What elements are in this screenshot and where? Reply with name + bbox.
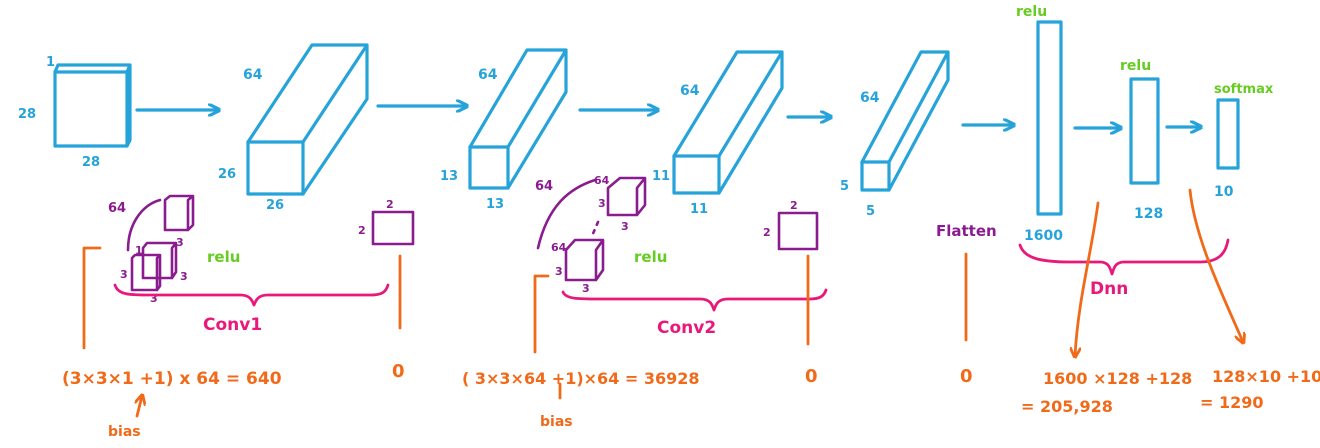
conv1-param-connector (82, 246, 102, 350)
conv2-output-volume (672, 50, 784, 195)
conv2-param-count: ( 3×3×64 +1)×64 = 36928 (462, 369, 700, 388)
pool1-window (371, 210, 415, 246)
conv1-brace (113, 283, 390, 307)
dense3-param-total: = 1290 (1200, 393, 1264, 412)
conv1-bias-pointer (137, 396, 142, 418)
pool1-height-label: 13 (440, 169, 458, 184)
flatten-label: Flatten (936, 222, 997, 240)
conv2-kernel-sketch (536, 176, 647, 282)
conv1-kernel-depth: 1 (135, 244, 143, 257)
pool2-param-count: 0 (805, 366, 818, 387)
dense2-param-total: = 205,928 (1021, 397, 1113, 416)
conv2-brace (561, 288, 828, 312)
conv2-kernel-label-c: 3 (555, 265, 563, 278)
input-height-label: 28 (18, 107, 36, 122)
conv2-activation: relu (634, 248, 667, 266)
pool2-window (777, 211, 819, 251)
conv1-depth-label: 64 (243, 67, 263, 83)
conv2-kernel-label-a: 3 (598, 197, 606, 210)
dense2-activation-label: relu (1120, 58, 1151, 74)
conv2-filter-count-a: 64 (535, 179, 553, 194)
dense1-units-label: 1600 (1024, 228, 1063, 244)
dense3-param-formula: 128×10 +10 (1212, 367, 1320, 386)
conv1-kernel-sketch (126, 194, 195, 292)
conv2-filter-count-b: 64 (594, 174, 610, 187)
dense1-activation-label: relu (1016, 4, 1047, 20)
dense2-units-label: 128 (1134, 206, 1163, 222)
pool2-output-volume (860, 50, 950, 192)
dense2-column (1129, 77, 1160, 185)
input-width-label: 28 (82, 155, 100, 170)
pool2-size-top: 2 (790, 199, 798, 212)
conv2-label: Conv2 (657, 318, 716, 338)
conv1-label: Conv1 (203, 315, 262, 335)
conv1-filter-count: 64 (108, 201, 126, 216)
dense1-column (1036, 20, 1063, 216)
input-depth-label: 1 (46, 55, 55, 70)
conv2-height-label: 11 (652, 169, 670, 184)
conv2-width-label: 11 (690, 202, 708, 217)
conv1-kernel-label-a: 3 (176, 236, 184, 249)
pool1-output-volume (468, 48, 568, 190)
pool2-width-label: 5 (866, 204, 875, 219)
pool1-width-label: 13 (486, 197, 504, 212)
conv1-kernel-label-d: 3 (180, 270, 188, 283)
conv1-kernel-label-b: 3 (120, 268, 128, 281)
conv2-param-connector (533, 274, 550, 354)
dense3-activation-label: softmax (1214, 82, 1274, 97)
pool1-depth-label: 64 (478, 67, 498, 83)
conv1-bias-label: bias (108, 424, 141, 440)
dense2-param-arrow (1075, 201, 1100, 356)
pool2-depth-label: 64 (860, 90, 880, 106)
conv1-activation: relu (207, 248, 240, 266)
conv1-height-label: 26 (218, 167, 236, 182)
pool1-param-count: 0 (392, 361, 405, 382)
dense3-param-arrow (1188, 188, 1243, 342)
dense2-param-formula: 1600 ×128 +128 (1043, 369, 1192, 388)
dense3-column (1216, 98, 1240, 170)
pool1-size-top: 2 (386, 198, 394, 211)
conv2-filter-count-c: 64 (551, 241, 567, 254)
conv1-width-label: 26 (266, 198, 284, 213)
pool2-height-label: 5 (840, 179, 849, 194)
pool1-size-left: 2 (358, 224, 366, 237)
conv1-kernel-label-c: 3 (150, 292, 158, 305)
dense3-units-label: 10 (1214, 184, 1234, 200)
conv2-bias-label: bias (540, 414, 573, 430)
flatten-param-count: 0 (960, 366, 973, 387)
conv2-depth-label: 64 (680, 83, 700, 99)
conv2-kernel-label-d: 3 (582, 282, 590, 295)
pool2-size-left: 2 (763, 226, 771, 239)
input-volume (53, 63, 132, 148)
conv2-kernel-label-b: 3 (621, 220, 629, 233)
conv1-output-volume (246, 43, 369, 196)
conv1-param-count: (3×3×1 +1) x 64 = 640 (62, 369, 282, 389)
dnn-brace (1018, 238, 1230, 276)
dnn-label: Dnn (1090, 279, 1128, 299)
